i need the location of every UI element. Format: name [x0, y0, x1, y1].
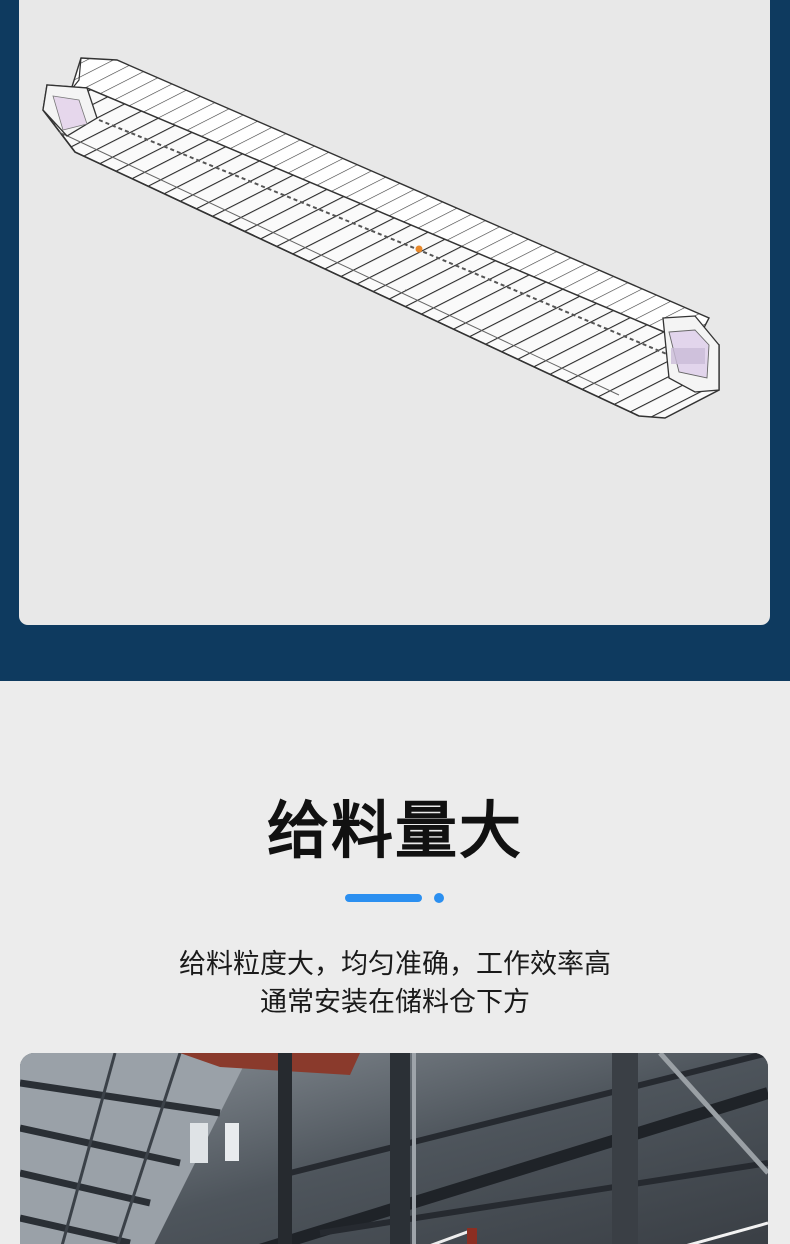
- description-line-1: 给料粒度大，均匀准确，工作效率高: [179, 949, 611, 980]
- description-line-2: 通常安装在储料仓下方: [260, 987, 530, 1018]
- factory-photo-card: [20, 1053, 768, 1244]
- title-underline-bar: [345, 894, 422, 902]
- conveyor-diagram-image: [42, 57, 720, 419]
- title-underline-dot: [434, 893, 444, 903]
- conveyor-diagram-card: [19, 0, 770, 625]
- navy-section: [0, 0, 790, 681]
- feature-description: 给料粒度大，均匀准确，工作效率高 通常安装在储料仓下方: [0, 946, 790, 1022]
- feature-title: 给料量大: [266, 794, 523, 867]
- feature-section: 给料量大 给料粒度大，均匀准确，工作效率高 通常安装在储料仓下方: [0, 681, 790, 1244]
- factory-interior-photo: [20, 1053, 768, 1244]
